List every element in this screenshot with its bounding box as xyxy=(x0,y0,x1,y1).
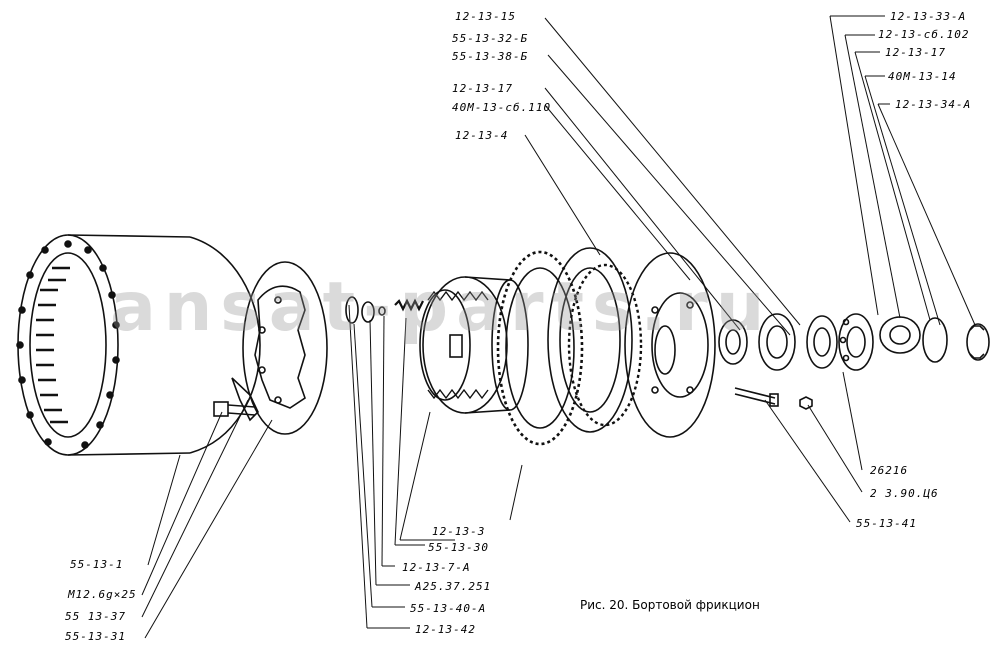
label-a25-37-251: А25.37.251 xyxy=(415,580,492,593)
toothed-disc xyxy=(496,250,584,446)
label-12-13-34-a: 12-13-34-А xyxy=(895,98,972,111)
label-26216: 26216 xyxy=(870,464,909,477)
label-55-13-40-a: 55-13-40-А xyxy=(410,602,487,615)
lock-plate xyxy=(231,377,259,422)
drum-housing xyxy=(16,234,261,456)
label-12-13-7-a: 12-13-7-А xyxy=(402,561,471,574)
bearing-assembly xyxy=(718,313,990,371)
label-55-13-30: 55-13-30 xyxy=(428,541,489,554)
label-2390c6: 2 3.90.Ц6 xyxy=(870,487,939,500)
bolt-m12 xyxy=(213,401,256,417)
label-12-13-15: 12-13-15 xyxy=(455,10,516,23)
leader-lines xyxy=(141,15,976,639)
label-12-13-sb102: 12-13-сб.102 xyxy=(878,28,970,41)
label-55-13-31: 55-13-31 xyxy=(65,630,126,643)
figure-caption: Рис. 20. Бортовой фрикцион xyxy=(580,598,760,612)
pin-and-nut xyxy=(734,387,813,410)
label-55-13-37: 55 13-37 xyxy=(65,610,126,623)
label-55-13-41: 55-13-41 xyxy=(856,517,917,530)
label-m12-bolt: М12.6g×25 xyxy=(68,588,137,601)
label-55-13-38-b: 55-13-38-Б xyxy=(452,50,529,63)
label-12-13-17-top: 12-13-17 xyxy=(452,82,513,95)
friction-discs xyxy=(547,247,643,433)
label-12-13-3: 12-13-3 xyxy=(432,525,486,538)
label-12-13-33-a: 12-13-33-А xyxy=(890,10,967,23)
pressure-disc xyxy=(624,252,716,438)
label-40m-13-sb110: 40М-13-сб.110 xyxy=(452,101,552,114)
label-55-13-32-b: 55-13-32-Б xyxy=(452,32,529,45)
pressure-plate xyxy=(242,261,328,435)
small-parts xyxy=(345,296,424,324)
label-40m-13-14: 40М-13-14 xyxy=(888,70,957,83)
label-12-13-4: 12-13-4 xyxy=(455,129,509,142)
label-12-13-17-right: 12-13-17 xyxy=(885,46,946,59)
label-55-13-1: 55-13-1 xyxy=(70,558,124,571)
watermark: ansat-parts.ru xyxy=(110,268,773,347)
label-12-13-42: 12-13-42 xyxy=(415,623,476,636)
